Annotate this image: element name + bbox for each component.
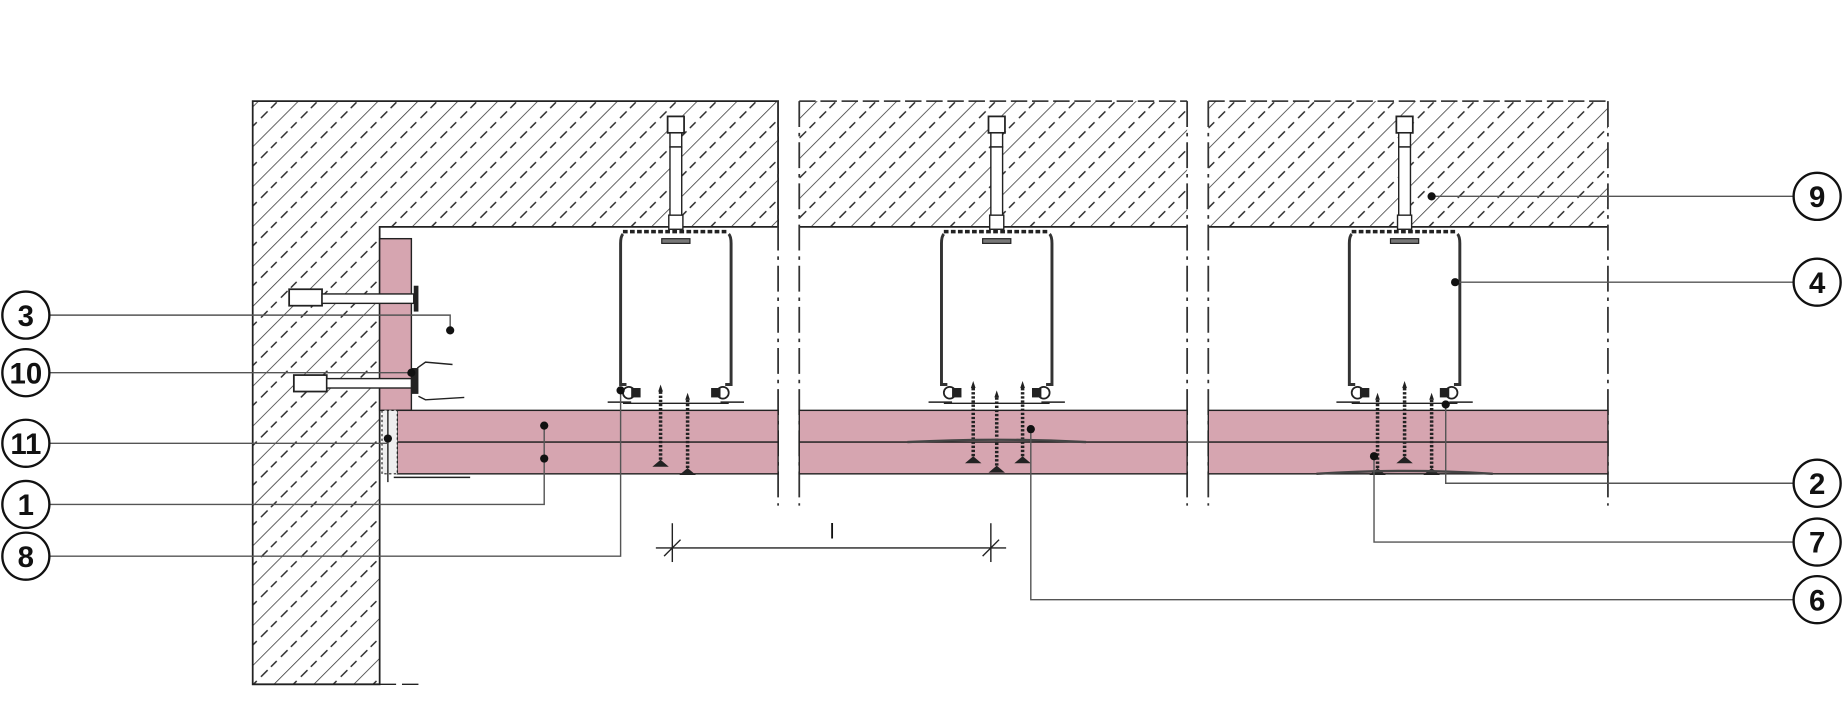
svg-text:7: 7 — [1809, 527, 1825, 560]
callout-3: 3 — [1, 290, 51, 340]
callout-2: 2 — [1792, 458, 1842, 508]
callout-11: 11 — [1, 418, 51, 468]
callout-8: 8 — [1, 531, 51, 581]
span-dimension: l — [655, 521, 1007, 563]
svg-text:1: 1 — [18, 489, 34, 522]
callout-4: 4 — [1792, 257, 1842, 307]
svg-text:3: 3 — [18, 300, 34, 333]
screws — [650, 379, 1493, 477]
svg-text:4: 4 — [1809, 267, 1826, 300]
callout-6: 6 — [1792, 574, 1842, 625]
wall-anchors — [288, 285, 465, 401]
svg-text:6: 6 — [1809, 584, 1825, 617]
svg-text:8: 8 — [18, 541, 34, 574]
svg-text:9: 9 — [1809, 181, 1825, 214]
ceiling-boards — [396, 409, 1609, 475]
callout-7: 7 — [1792, 517, 1842, 567]
callout-9: 9 — [1792, 171, 1842, 222]
svg-text:11: 11 — [10, 428, 41, 461]
dimension-label: l — [830, 521, 835, 544]
svg-text:2: 2 — [1809, 468, 1825, 501]
svg-text:10: 10 — [10, 357, 43, 390]
leader-lines — [49, 192, 1794, 601]
callout-10: 10 — [1, 348, 51, 398]
callout-1: 1 — [1, 479, 51, 530]
concrete-wall-slab — [251, 100, 779, 686]
